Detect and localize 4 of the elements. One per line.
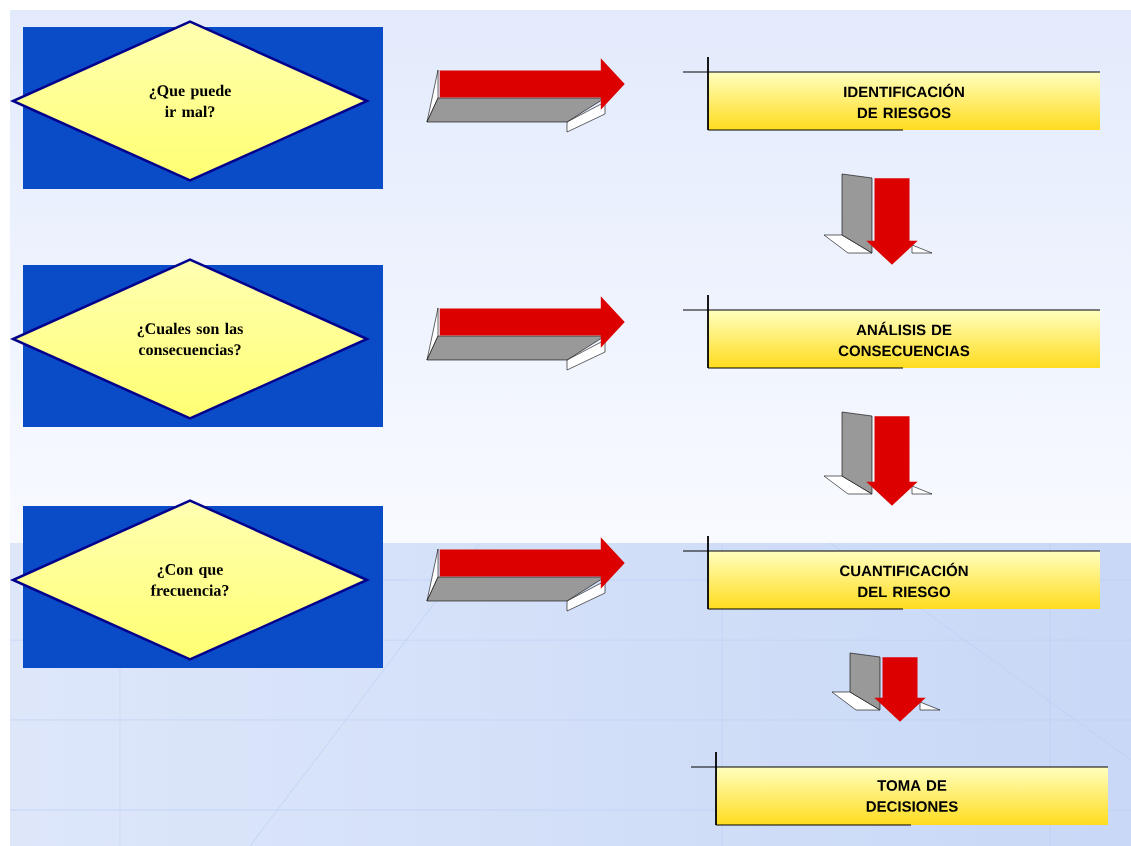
process-box: IDENTIFICACIÓN DE RIESGOS [682, 56, 1101, 131]
process-box: ANÁLISIS DE CONSECUENCIAS [682, 294, 1101, 369]
process-box: TOMA DE DECISIONES [690, 751, 1109, 826]
process-box: CUANTIFICACIÓN DEL RIESGO [682, 535, 1101, 610]
